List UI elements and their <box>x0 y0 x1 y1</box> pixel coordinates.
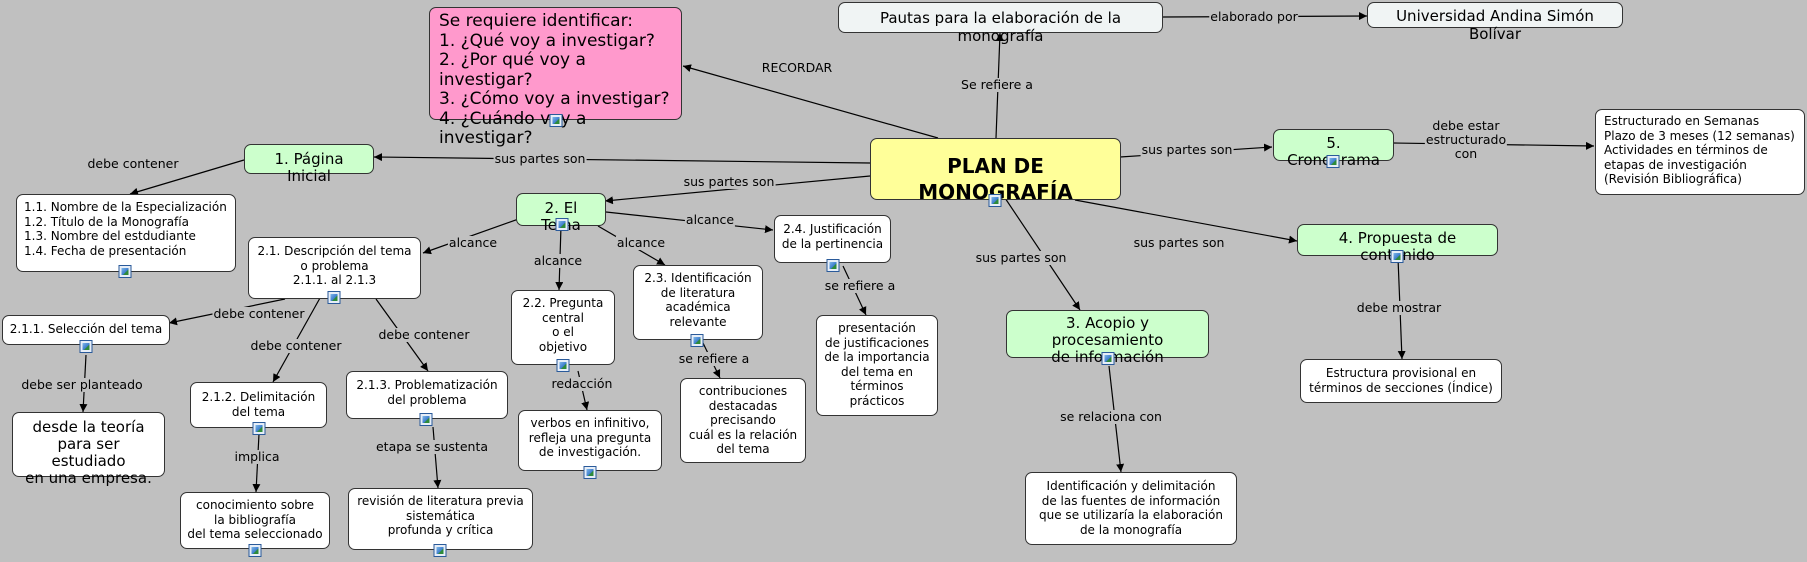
verbos-infinitivo-node[interactable]: verbos en infinitivo, refleja una pregun… <box>518 410 662 471</box>
link-label-debe-contener-delimitacion: debe contener <box>249 338 343 353</box>
link-label-debe-estar: debe estar estructurado con <box>1424 118 1508 161</box>
link-label-alcance-descripcion: alcance <box>447 235 499 250</box>
image-resource-icon[interactable] <box>1390 250 1404 263</box>
link-label-elaborado-por: elaborado por <box>1209 9 1299 24</box>
link-label-sus-partes-acopio: sus partes son <box>974 250 1068 265</box>
image-resource-icon[interactable] <box>252 422 266 435</box>
link-label-debe-mostrar: debe mostrar <box>1355 300 1443 315</box>
revision-literatura-node[interactable]: revisión de literatura previa sistemátic… <box>348 488 533 550</box>
pagina-inicial-node[interactable]: 1. Página Inicial <box>244 144 374 185</box>
image-resource-icon[interactable] <box>118 265 132 278</box>
link-label-se-refiere-a: Se refiere a <box>960 77 1034 92</box>
image-resource-icon[interactable] <box>419 413 433 426</box>
image-resource-icon[interactable] <box>555 218 569 231</box>
link-label-sus-partes-pagina: sus partes son <box>493 151 587 166</box>
identificacion-literatura-node[interactable]: 2.3. Identificación de literatura académ… <box>633 265 763 340</box>
link-label-sus-partes-cronograma: sus partes son <box>1140 142 1234 157</box>
link-label-alcance-identificacion: alcance <box>615 235 667 250</box>
image-resource-icon[interactable] <box>549 114 563 127</box>
estructura-provisional-node[interactable]: Estructura provisional en términos de se… <box>1300 359 1502 403</box>
link-label-redaccion: redacción <box>550 376 614 391</box>
link-label-alcance-pregunta: alcance <box>532 253 584 268</box>
requiere-identificar-node[interactable]: Se requiere identificar: 1. ¿Qué voy a i… <box>429 7 682 148</box>
problematizacion-node[interactable]: 2.1.3. Problematización del problema <box>346 371 508 419</box>
fuentes-informacion-node[interactable]: Identificación y delimitación de las fue… <box>1025 472 1237 545</box>
justificacion-pertinencia-node[interactable]: 2.4. Justificación de la pertinencia <box>774 215 891 263</box>
link-label-debe-ser-planteado: debe ser planteado <box>20 377 144 392</box>
pregunta-central-node[interactable]: 2.2. Pregunta central o el objetivo <box>511 290 615 365</box>
presentacion-justificaciones-node[interactable]: presentación de justificaciones de la im… <box>816 315 938 416</box>
image-resource-icon[interactable] <box>826 259 840 272</box>
link-label-debe-contener-seleccion: debe contener <box>212 306 306 321</box>
desde-teoria-node[interactable]: desde la teoría para ser estudiado en un… <box>12 412 165 487</box>
link-label-implica: implica <box>233 449 281 464</box>
link-label-debe-contener-pagina: debe contener <box>86 156 180 171</box>
image-resource-icon[interactable] <box>248 544 262 557</box>
descripcion-tema-node[interactable]: 2.1. Descripción del tema o problema 2.1… <box>248 237 421 299</box>
pagina-inicial-list-node[interactable]: 1.1. Nombre de la Especialización 1.2. T… <box>16 194 236 272</box>
link-label-recordar: RECORDAR <box>760 60 834 75</box>
link-label-debe-contener-problematizacion: debe contener <box>377 327 471 342</box>
image-resource-icon[interactable] <box>690 334 704 347</box>
seleccion-tema-node[interactable]: 2.1.1. Selección del tema <box>2 315 170 345</box>
pautas-node[interactable]: Pautas para la elaboración de la monogra… <box>838 2 1163 45</box>
image-resource-icon[interactable] <box>433 544 447 557</box>
image-resource-icon[interactable] <box>583 466 597 479</box>
acopio-procesamiento-node[interactable]: 3. Acopio y procesamiento de información <box>1006 310 1209 366</box>
delimitacion-tema-node[interactable]: 2.1.2. Delimitación del tema <box>190 382 327 428</box>
link-label-alcance-justificacion: alcance <box>684 212 736 227</box>
link-label-se-relaciona-con: se relaciona con <box>1059 409 1163 424</box>
universidad-node[interactable]: Universidad Andina Simón Bolívar <box>1367 2 1623 43</box>
image-resource-icon[interactable] <box>327 291 341 304</box>
link-label-se-refiere-a-justificacion: se refiere a <box>823 278 897 293</box>
link-label-sus-partes-tema: sus partes son <box>682 174 776 189</box>
estructurado-semanas-node[interactable]: Estructurado en Semanas Plazo de 3 meses… <box>1595 109 1805 195</box>
image-resource-icon[interactable] <box>1101 352 1115 365</box>
link-label-etapa-se-sustenta: etapa se sustenta <box>374 439 490 454</box>
image-resource-icon[interactable] <box>556 359 570 372</box>
conocimiento-bibliografia-node[interactable]: conocimiento sobre la bibliografía del t… <box>180 492 330 549</box>
image-resource-icon[interactable] <box>988 194 1002 207</box>
image-resource-icon[interactable] <box>79 340 93 353</box>
link-label-sus-partes-propuesta: sus partes son <box>1132 235 1226 250</box>
contribuciones-node[interactable]: contribuciones destacadas precisando cuá… <box>680 378 806 463</box>
central-topic-node[interactable]: PLAN DE MONOGRAFÍA <box>870 138 1121 204</box>
image-resource-icon[interactable] <box>1326 155 1340 168</box>
link-label-se-refiere-a-identificacion: se refiere a <box>677 351 751 366</box>
